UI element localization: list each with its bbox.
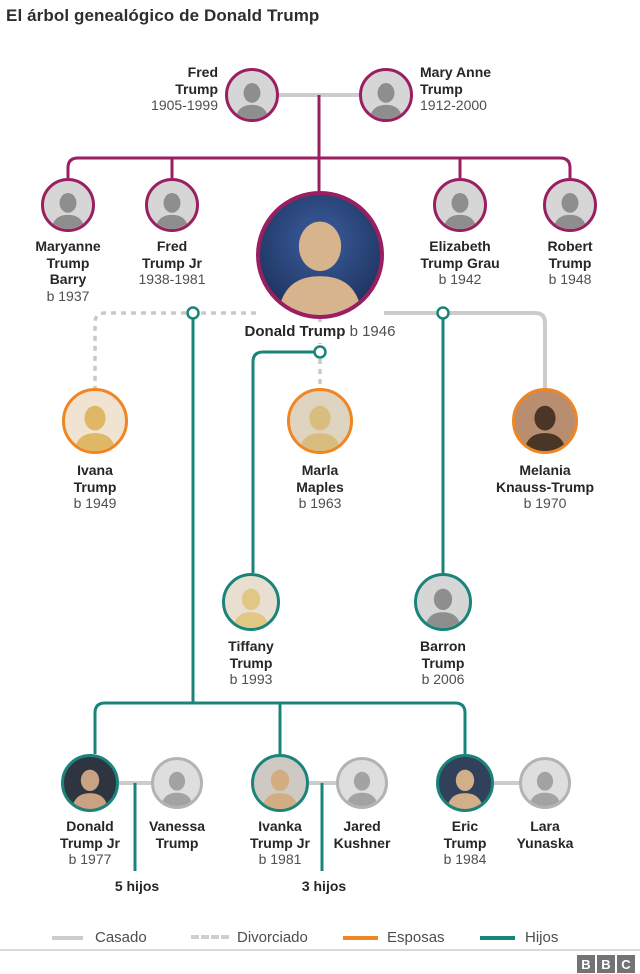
person-silhouette-icon xyxy=(553,192,587,229)
avatar xyxy=(512,388,578,454)
bbc-logo-letter: C xyxy=(617,955,635,973)
avatar xyxy=(151,757,203,809)
person-silhouette-icon xyxy=(51,192,85,229)
person-barron-trump xyxy=(414,573,472,631)
person-tiffany-trump xyxy=(222,573,280,631)
person-mary-anne-trump xyxy=(359,68,413,122)
avatar xyxy=(145,178,199,232)
avatar xyxy=(62,388,128,454)
avatar xyxy=(41,178,95,232)
children-count-left: 5 hijos xyxy=(114,878,160,894)
person-vanessa-trump xyxy=(151,757,203,809)
avatar xyxy=(414,573,472,631)
legend-swatch-children xyxy=(480,936,515,940)
marriage-node-dots xyxy=(186,306,450,359)
person-silhouette-icon xyxy=(529,771,561,806)
person-fred-trump xyxy=(225,68,279,122)
person-melania-knauss-trump xyxy=(512,388,578,454)
legend-label-wives: Esposas xyxy=(387,929,445,946)
avatar xyxy=(222,573,280,631)
person-lara-yunaska xyxy=(519,757,571,809)
page-title: El árbol genealógico de Donald Trump xyxy=(6,6,320,25)
legend-swatch-married xyxy=(52,936,83,940)
avatar xyxy=(251,754,309,812)
bbc-logo-letter: B xyxy=(577,955,595,973)
person-label-donald-trump: Donald Trump b 1946 xyxy=(240,322,400,343)
person-silhouette-icon xyxy=(299,405,341,451)
person-maryanne-trump-barry xyxy=(41,178,95,232)
bbc-logo-letter: B xyxy=(597,955,615,973)
children-lines xyxy=(93,313,467,871)
person-silhouette-icon xyxy=(369,82,403,119)
avatar xyxy=(543,178,597,232)
person-silhouette-icon xyxy=(155,192,189,229)
person-marla-maples xyxy=(287,388,353,454)
avatar xyxy=(287,388,353,454)
legend-swatch-wives xyxy=(343,936,378,940)
person-donald-trump xyxy=(256,191,384,319)
person-silhouette-icon xyxy=(262,769,298,809)
person-fred-trump-jr xyxy=(145,178,199,232)
avatar xyxy=(359,68,413,122)
legend-label-married: Casado xyxy=(95,929,147,946)
person-silhouette-icon xyxy=(72,769,108,809)
legend: Casado Divorciado Esposas Hijos xyxy=(0,928,640,948)
parent-child-lines-gen1 xyxy=(66,95,572,191)
person-silhouette-icon xyxy=(346,771,378,806)
person-silhouette-icon xyxy=(443,192,477,229)
person-silhouette-icon xyxy=(161,771,193,806)
person-ivana-trump xyxy=(62,388,128,454)
avatar xyxy=(61,754,119,812)
person-silhouette-icon xyxy=(278,221,362,315)
avatar xyxy=(436,754,494,812)
legend-label-children: Hijos xyxy=(525,929,559,946)
avatar xyxy=(256,191,384,319)
person-robert-trump xyxy=(543,178,597,232)
children-count-right: 3 hijos xyxy=(301,878,347,894)
avatar xyxy=(519,757,571,809)
avatar xyxy=(336,757,388,809)
legend-label-divorced: Divorciado xyxy=(237,929,308,946)
person-silhouette-icon xyxy=(235,82,269,119)
footer-divider xyxy=(0,949,640,951)
person-silhouette-icon xyxy=(447,769,483,809)
avatar xyxy=(433,178,487,232)
person-silhouette-icon xyxy=(74,405,116,451)
person-ivanka-trump-jr xyxy=(251,754,309,812)
person-elizabeth-trump-grau xyxy=(433,178,487,232)
legend-swatch-divorced xyxy=(191,935,229,939)
person-silhouette-icon xyxy=(425,588,461,628)
person-eric-trump xyxy=(436,754,494,812)
person-jared-kushner xyxy=(336,757,388,809)
person-donald-trump-jr xyxy=(61,754,119,812)
avatar xyxy=(225,68,279,122)
person-silhouette-icon xyxy=(524,405,566,451)
person-silhouette-icon xyxy=(233,588,269,628)
bbc-logo: B B C xyxy=(577,955,635,973)
